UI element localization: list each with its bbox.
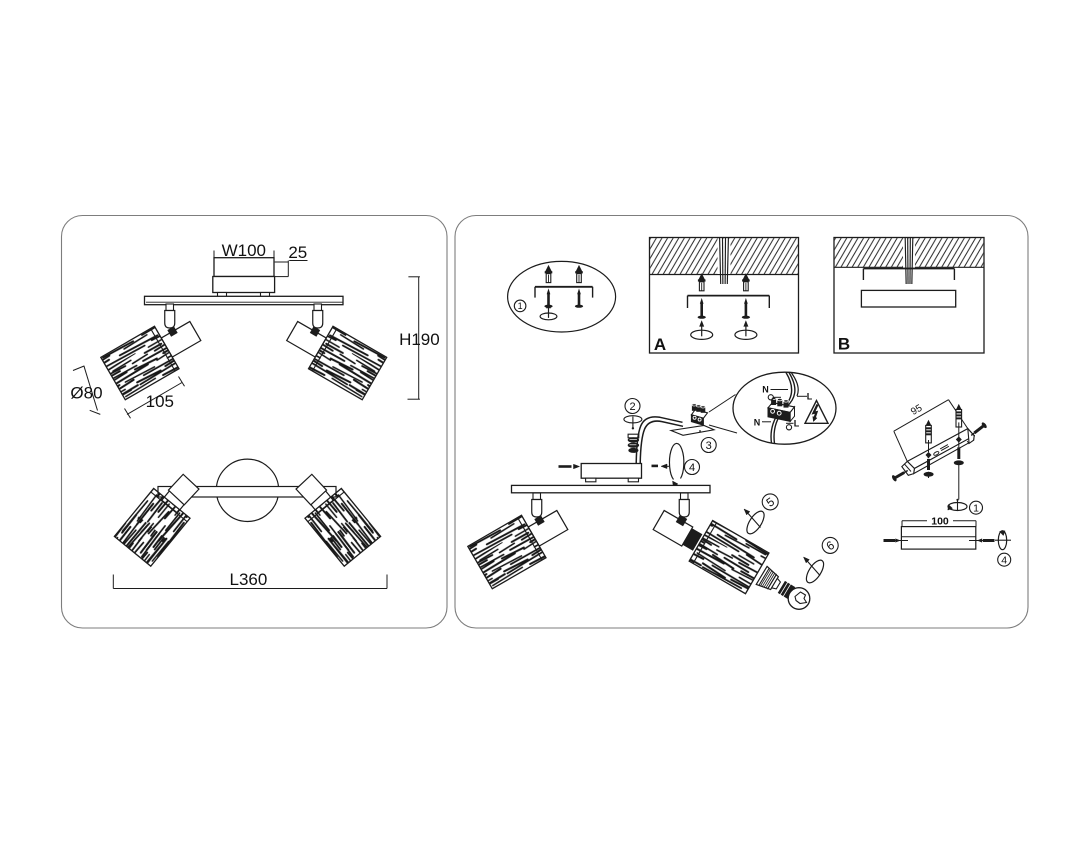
svg-text:Ø80: Ø80 xyxy=(70,383,102,402)
svg-text:N: N xyxy=(754,417,761,427)
svg-text:3: 3 xyxy=(706,440,712,452)
svg-text:1: 1 xyxy=(973,502,979,514)
svg-text:L: L xyxy=(794,419,800,429)
svg-text:105: 105 xyxy=(146,392,174,411)
svg-text:100: 100 xyxy=(931,515,949,527)
svg-text:1: 1 xyxy=(518,301,523,311)
svg-text:H190: H190 xyxy=(399,330,440,349)
svg-text:L: L xyxy=(807,392,813,402)
svg-text:A: A xyxy=(654,335,666,354)
svg-text:4: 4 xyxy=(1001,554,1007,566)
svg-text:N: N xyxy=(762,385,769,395)
svg-text:25: 25 xyxy=(288,243,307,262)
svg-text:B: B xyxy=(838,335,850,354)
svg-text:W100: W100 xyxy=(222,241,266,260)
svg-text:2: 2 xyxy=(629,401,635,413)
svg-text:L360: L360 xyxy=(229,570,267,589)
svg-text:4: 4 xyxy=(689,462,695,474)
